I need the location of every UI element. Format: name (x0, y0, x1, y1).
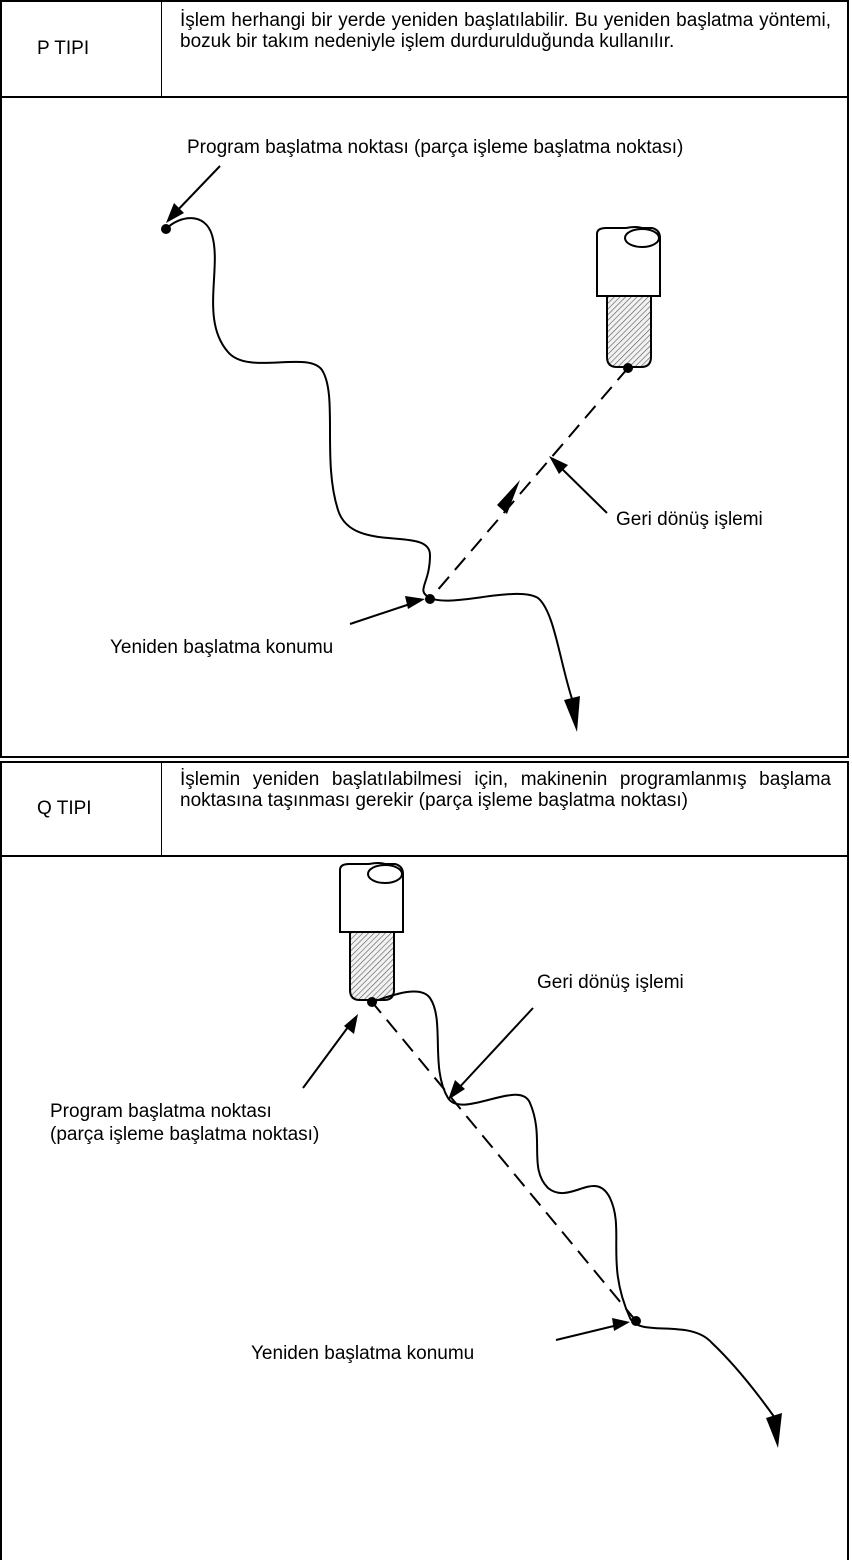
p-path-end-arrowhead (564, 696, 580, 732)
p-return-label: Geri dönüş işlemi (616, 509, 763, 530)
p-type-diagram (161, 165, 661, 732)
q-tool-icon (339, 862, 404, 1001)
p-start-leader-arrow (166, 165, 221, 223)
q-type-label: Q TIPI (2, 763, 162, 855)
p-type-label: P TIPI (2, 2, 162, 96)
q-restart-label: Yeniden başlatma konumu (251, 1343, 475, 1364)
q-start-leader-arrow (302, 1014, 358, 1089)
q-start-point-label-line1: Program başlatma noktası (50, 1101, 272, 1122)
q-type-diagram (302, 862, 782, 1448)
q-type-section: Q TIPI İşlemin yeniden başlatılabilmesi … (0, 758, 852, 1560)
p-start-point-label: Program başlatma noktası (parça işleme b… (187, 137, 684, 158)
q-type-description: İşlemin yeniden başlatılabilmesi için, m… (180, 769, 831, 811)
p-type-section: P TIPI İşlem herhangi bir yerde yeniden … (0, 0, 852, 758)
q-type-header: Q TIPI İşlemin yeniden başlatılabilmesi … (0, 761, 849, 857)
p-type-description: İşlem herhangi bir yerde yeniden başlatı… (180, 10, 831, 52)
p-type-diagram-panel (0, 96, 849, 758)
q-path-end-arrowhead (766, 1413, 782, 1448)
q-start-point-label-line2: (parça işleme başlatma noktası) (50, 1124, 320, 1145)
q-return-dashed-line (371, 1001, 637, 1322)
p-return-arrowhead (497, 480, 520, 514)
q-tool-path-curve (371, 990, 776, 1419)
p-program-start-point (161, 224, 171, 234)
q-restart-leader-arrow (555, 1318, 630, 1341)
p-return-dashed-line (429, 367, 629, 600)
p-tool-icon (596, 226, 661, 368)
q-return-label: Geri dönüş işlemi (537, 972, 684, 993)
p-tool-path-curve (165, 217, 575, 706)
q-return-leader-arrow (448, 1007, 534, 1100)
p-restart-label: Yeniden başlatma konumu (110, 637, 334, 658)
p-restart-leader-arrow (349, 596, 425, 625)
p-type-header: P TIPI İşlem herhangi bir yerde yeniden … (0, 0, 849, 98)
q-type-diagram-panel (0, 855, 849, 1560)
p-return-leader-arrow (549, 456, 608, 514)
